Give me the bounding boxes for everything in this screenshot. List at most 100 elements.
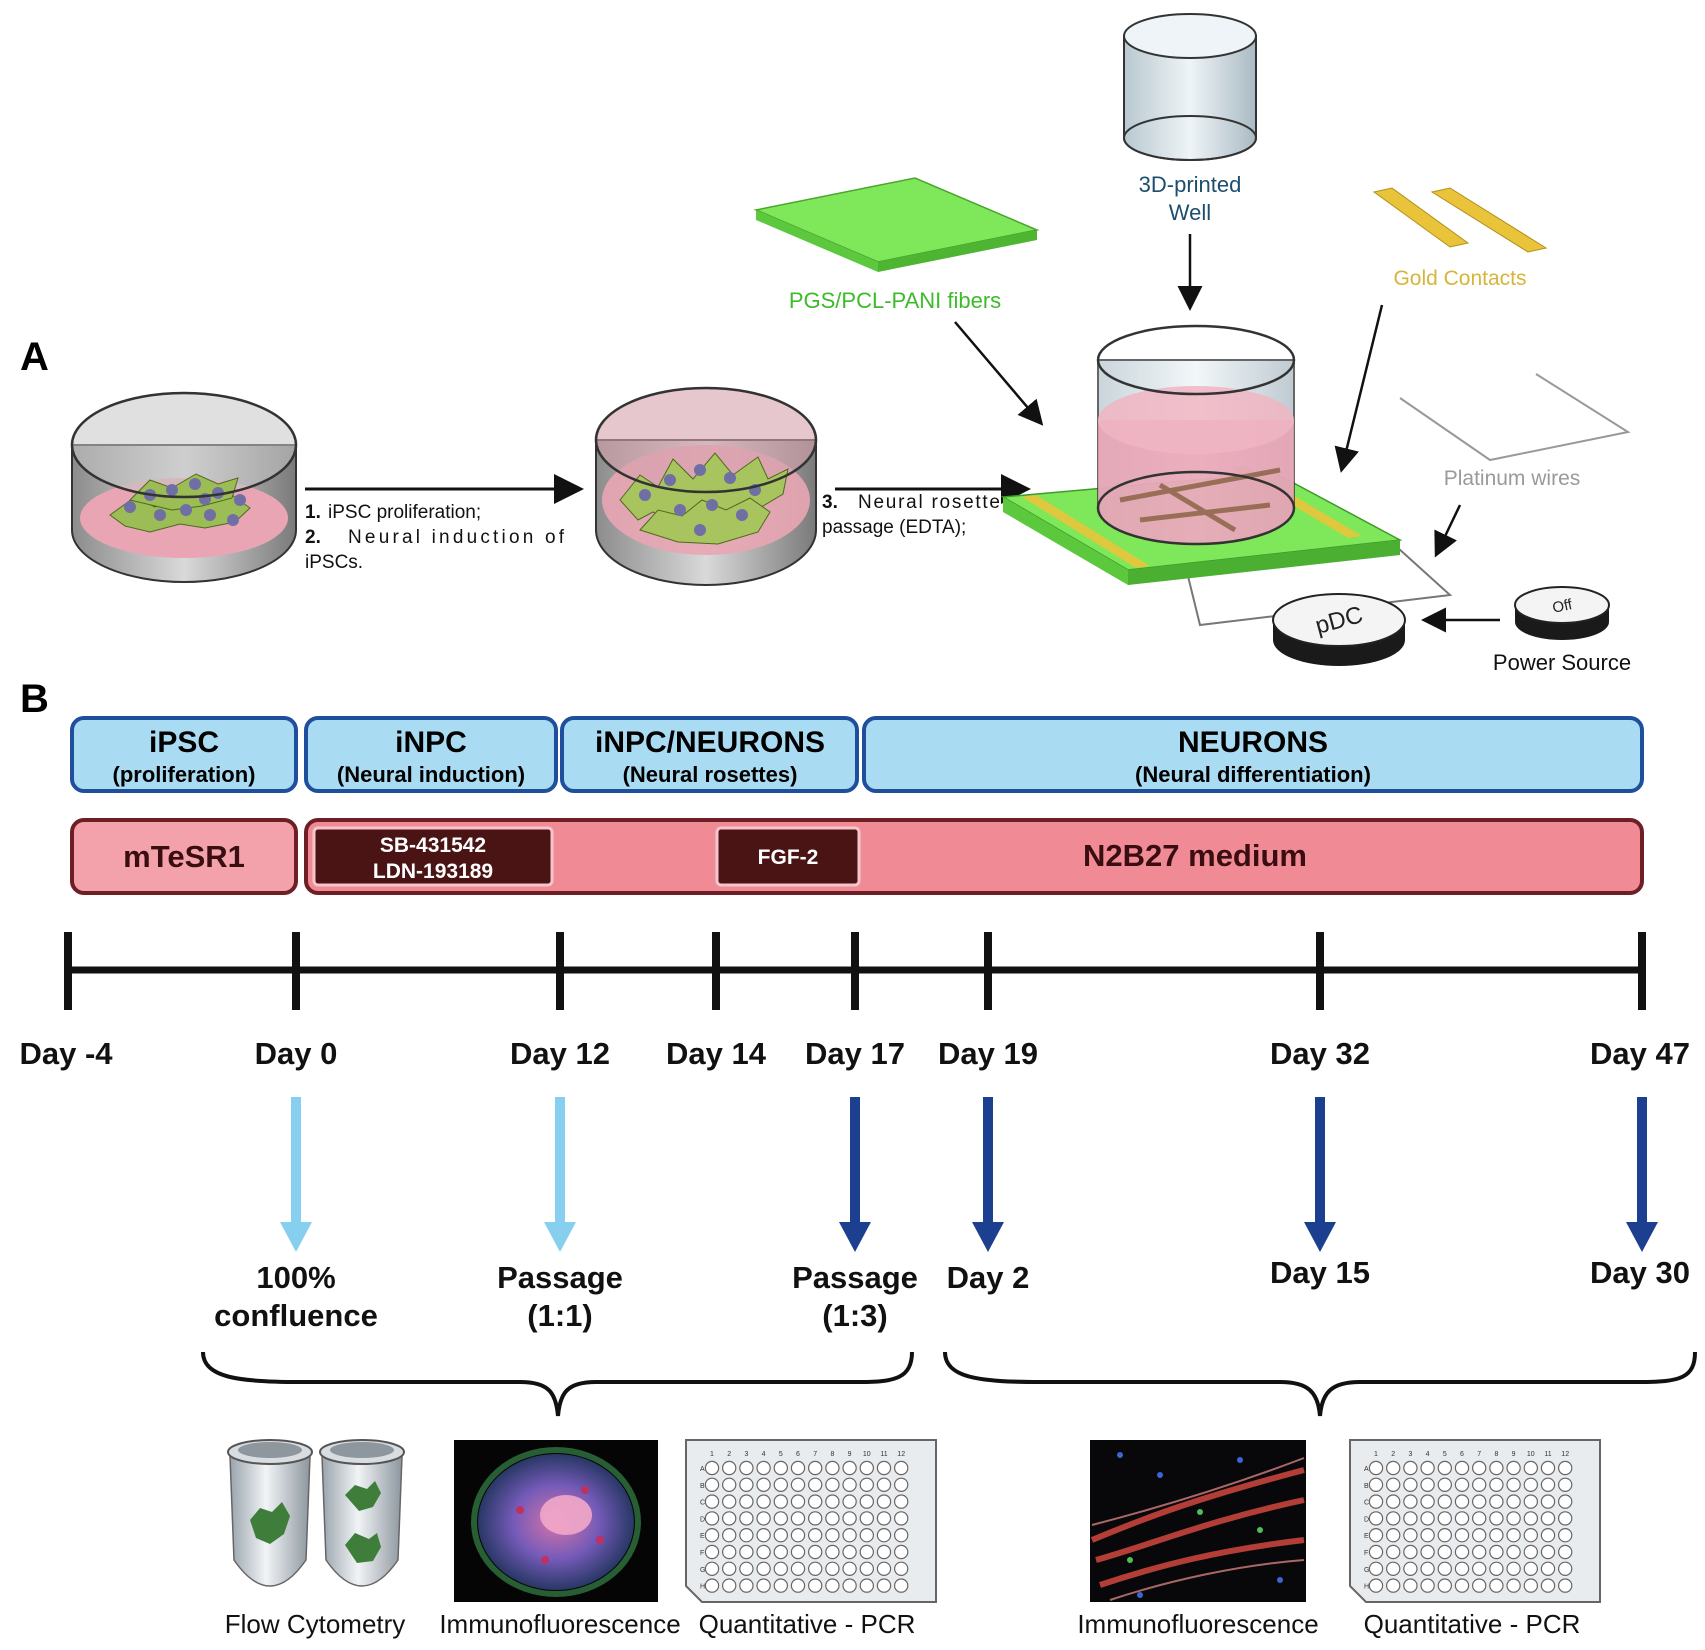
- stage-inpc-neurons-subtitle: (Neural rosettes): [623, 762, 798, 787]
- timeline-ticks: [64, 932, 1646, 1010]
- plate-well: [1471, 1494, 1487, 1509]
- plate-well: [1385, 1527, 1401, 1543]
- plate-well: [1489, 1460, 1504, 1476]
- plate-well: [808, 1578, 823, 1593]
- stage-inpc-title: iNPC: [395, 726, 467, 759]
- plate-well: [1471, 1460, 1487, 1476]
- plate-well: [756, 1494, 771, 1509]
- plate-well: [1420, 1460, 1435, 1476]
- plate-well: [773, 1494, 789, 1509]
- plate-well: [1437, 1561, 1453, 1577]
- plate-well: [1540, 1477, 1556, 1493]
- plate-well: [1506, 1561, 1521, 1577]
- plate-col-label: 3: [744, 1451, 748, 1458]
- plate-well: [859, 1544, 875, 1560]
- day-label-47: Day 47: [1590, 1036, 1690, 1071]
- plate-well: [1557, 1494, 1573, 1509]
- stage-boxes: [70, 716, 1644, 793]
- note-day15: Day 15: [1270, 1255, 1370, 1290]
- plate-well: [1437, 1511, 1453, 1526]
- assay-flow-cytometry: Flow Cytometry: [225, 1609, 406, 1639]
- assembled-device: [1000, 324, 1453, 666]
- assay-qpcr-1: Quantitative - PCR: [699, 1609, 916, 1639]
- plate-well: [894, 1511, 909, 1526]
- plate-well: [842, 1460, 857, 1476]
- plate-well: [1420, 1561, 1435, 1577]
- plate-well: [894, 1527, 909, 1543]
- plate-well: [842, 1477, 857, 1493]
- plate-well: [1454, 1578, 1470, 1593]
- plate-well: [1540, 1460, 1556, 1476]
- plate-well: [739, 1477, 754, 1493]
- plate-well: [756, 1561, 771, 1577]
- plate-well: [1489, 1477, 1504, 1493]
- plate-well: [808, 1477, 823, 1493]
- plate-well: [1540, 1494, 1556, 1509]
- plate-well: [790, 1477, 806, 1493]
- step3-desc: Neural rosette: [858, 492, 1000, 513]
- plate-well: [739, 1460, 754, 1476]
- plate-well: [1471, 1511, 1487, 1526]
- step3-num: 3.: [822, 492, 838, 513]
- plate-row-label: D: [1364, 1516, 1369, 1523]
- plate-well: [1368, 1527, 1384, 1543]
- plate-well: [722, 1527, 737, 1543]
- plate-well: [1523, 1477, 1539, 1493]
- plate-row-label: H: [1364, 1584, 1369, 1591]
- plate-well: [722, 1561, 737, 1577]
- plate-well: [1437, 1578, 1453, 1593]
- plate-well: [894, 1561, 909, 1577]
- plate-well: [773, 1561, 789, 1577]
- plate-well: [1403, 1477, 1418, 1493]
- plate-col-label: 8: [1494, 1451, 1498, 1458]
- assay-immunofluorescence-1: Immunofluorescence: [439, 1609, 680, 1639]
- plate-col-label: 3: [1408, 1451, 1412, 1458]
- plate-row-label: B: [1364, 1483, 1369, 1490]
- plate-well: [1471, 1544, 1487, 1560]
- plate-col-label: 5: [1443, 1451, 1447, 1458]
- note-confluence-2: confluence: [214, 1298, 378, 1333]
- plate-well: [808, 1527, 823, 1543]
- power-label: Power Source: [1493, 650, 1631, 675]
- plate-well: [859, 1561, 875, 1577]
- plate-well: [1523, 1527, 1539, 1543]
- plate-well: [825, 1494, 840, 1509]
- plate-well: [1523, 1494, 1539, 1509]
- assay-qpcr-2: Quantitative - PCR: [1364, 1609, 1581, 1639]
- plate-well: [825, 1511, 840, 1526]
- plate-well: [739, 1561, 754, 1577]
- plate-well: [790, 1494, 806, 1509]
- plate-well: [842, 1494, 857, 1509]
- plate-well: [1506, 1544, 1521, 1560]
- stage-neurons-title: NEURONS: [1178, 726, 1328, 759]
- note-day2: Day 2: [947, 1260, 1030, 1295]
- plate-well: [1454, 1544, 1470, 1560]
- plate-well: [1385, 1460, 1401, 1476]
- plate-well: [842, 1544, 857, 1560]
- plate-col-label: 11: [1544, 1451, 1551, 1458]
- plate-col-label: 7: [813, 1451, 817, 1458]
- plate-well: [1368, 1561, 1384, 1577]
- stage-ipsc-subtitle: (proliferation): [113, 762, 256, 787]
- stage-inpc-subtitle: (Neural induction): [337, 762, 525, 787]
- note-confluence-1: 100%: [256, 1260, 335, 1295]
- plate-well: [1489, 1527, 1504, 1543]
- plate-well: [773, 1578, 789, 1593]
- plate-col-label: 2: [727, 1451, 731, 1458]
- plate-col-label: 9: [1512, 1451, 1516, 1458]
- plate-well: [1454, 1494, 1470, 1509]
- plate-well: [756, 1578, 771, 1593]
- plate-well: [1368, 1494, 1384, 1509]
- plate-well: [739, 1527, 754, 1543]
- plate-well: [842, 1511, 857, 1526]
- plate-well: [790, 1544, 806, 1560]
- plate-row-label: A: [1364, 1466, 1369, 1473]
- step2-desc-cont: iPSCs.: [305, 552, 363, 573]
- plate-well: [1557, 1578, 1573, 1593]
- plate-well: [1437, 1494, 1453, 1509]
- plate-row-label: H: [700, 1584, 705, 1591]
- plate-well: [1420, 1494, 1435, 1509]
- plate-well: [1557, 1544, 1573, 1560]
- plate-well: [1523, 1578, 1539, 1593]
- plate-col-label: 4: [1426, 1451, 1430, 1458]
